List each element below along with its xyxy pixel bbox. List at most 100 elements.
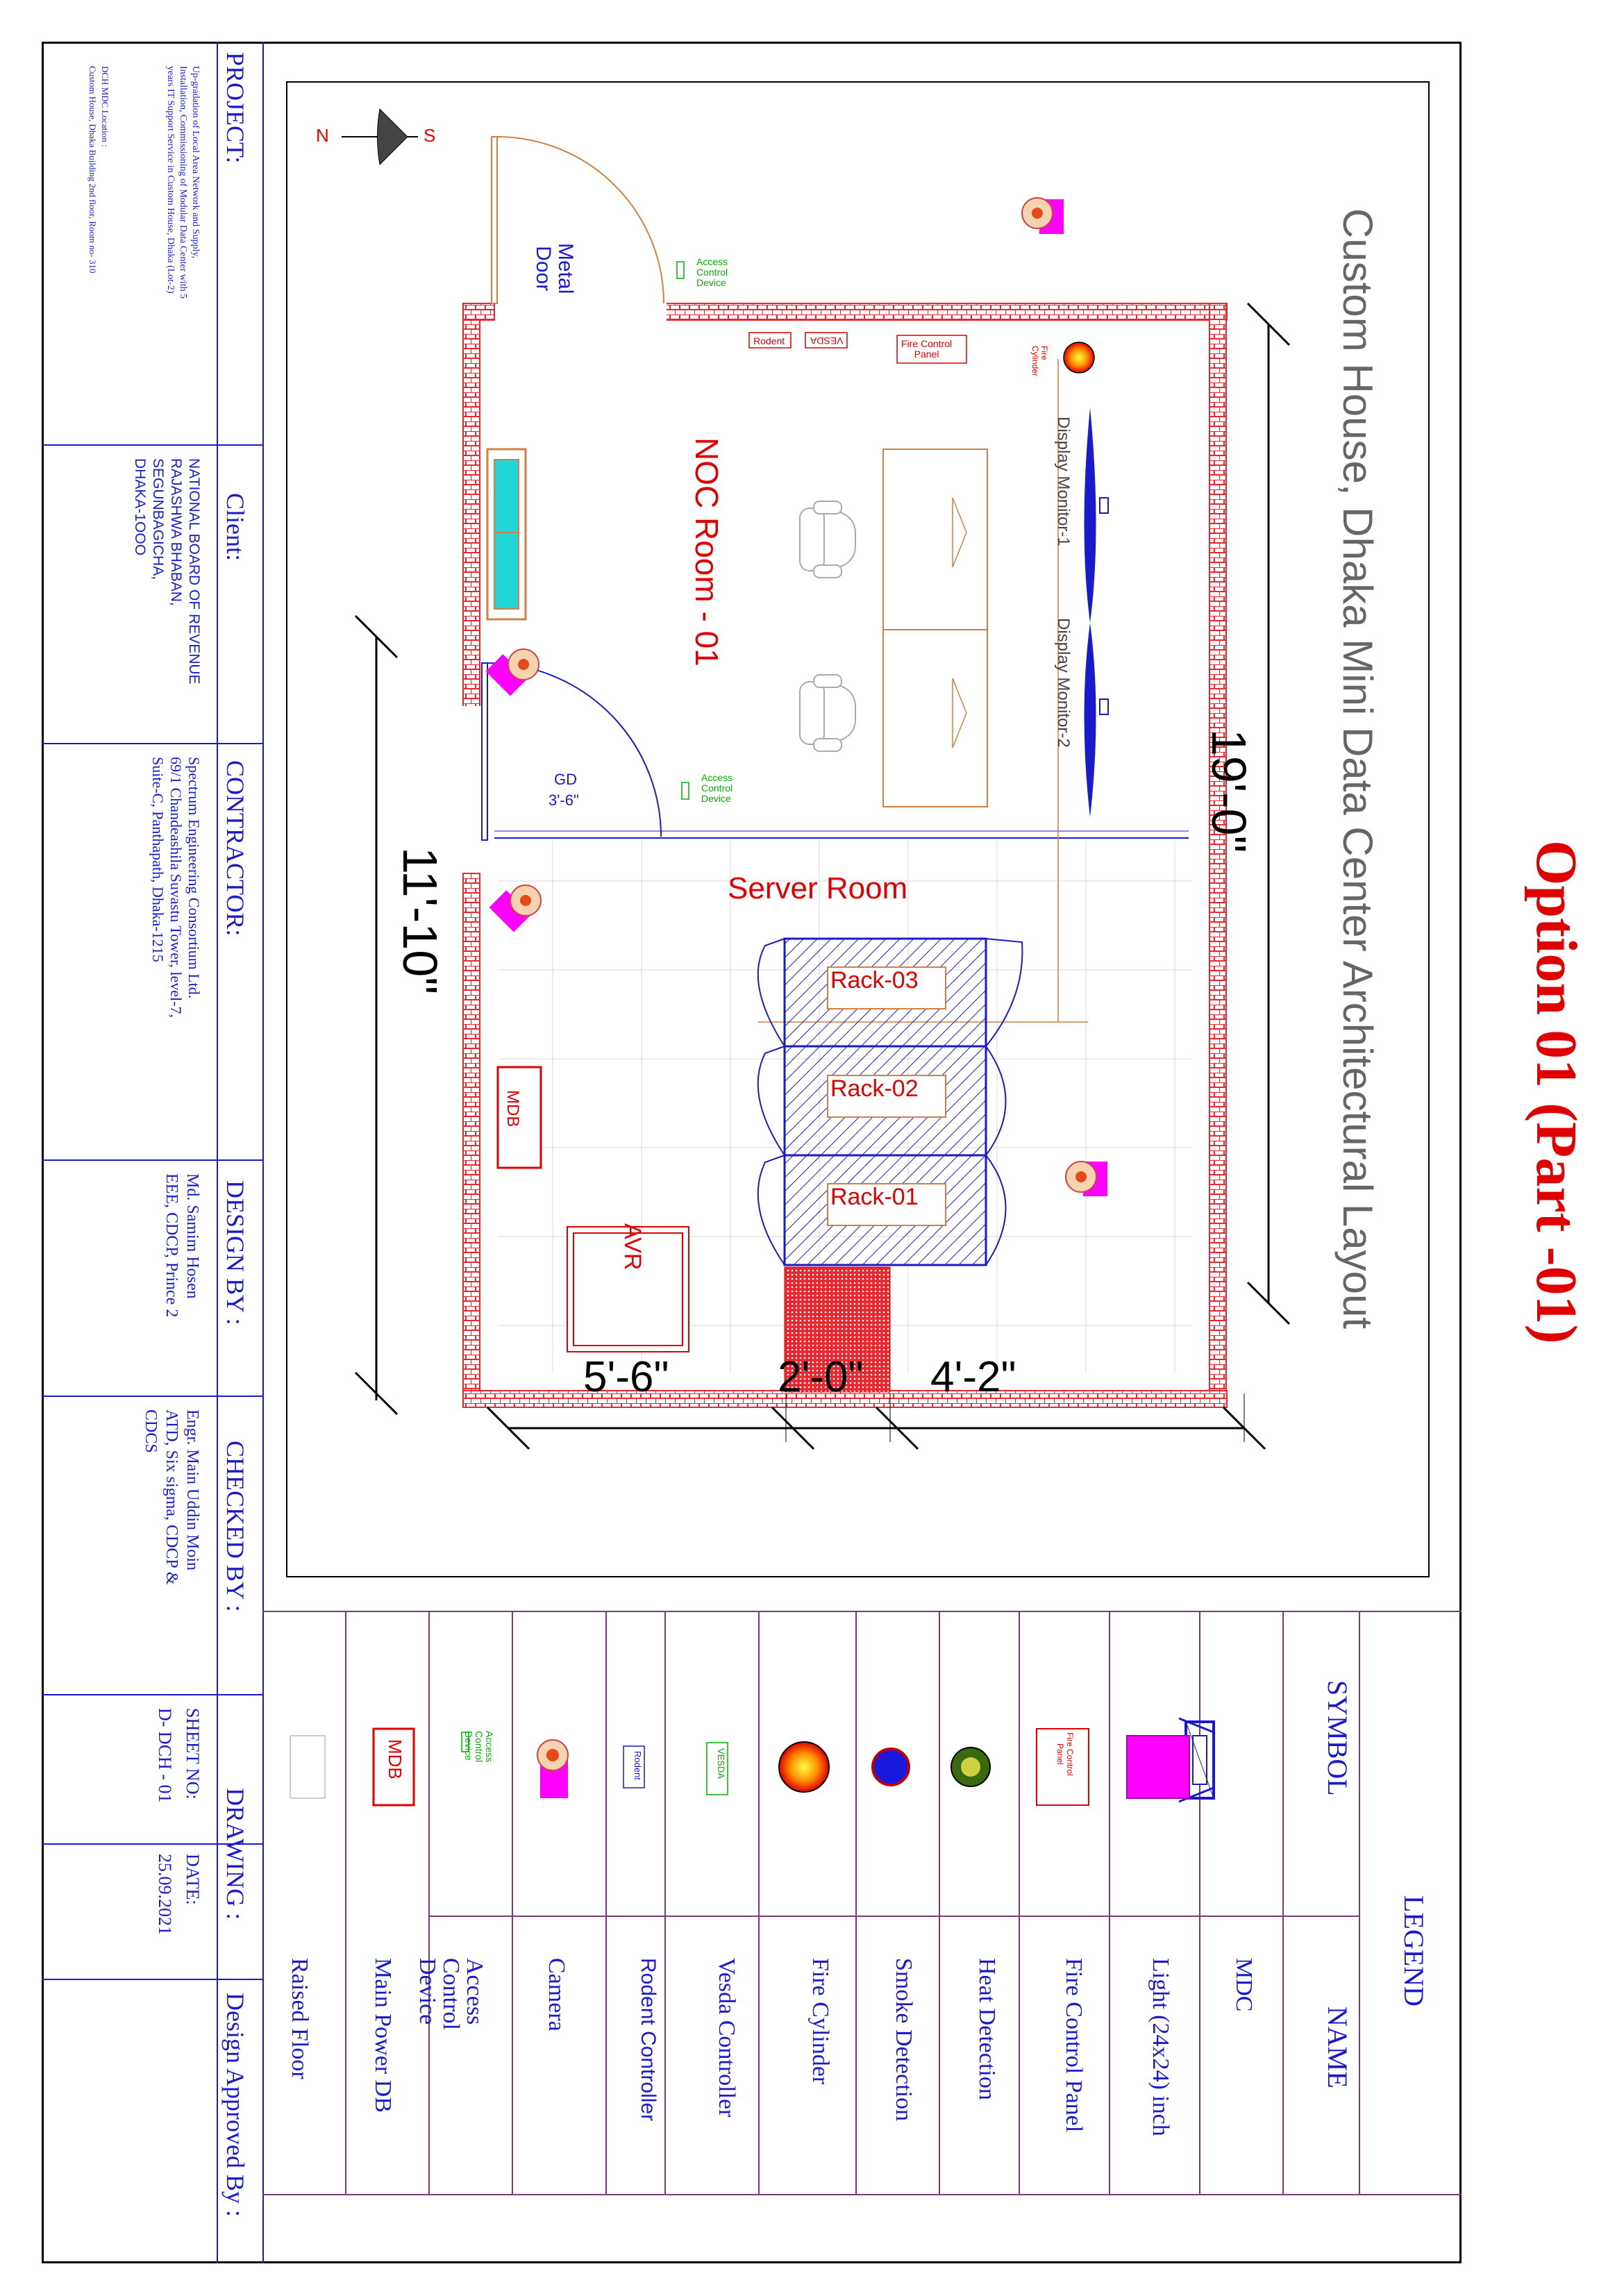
legend-vesda-text: VESDA [716, 1748, 726, 1779]
client-heading: Client: [221, 493, 249, 561]
design-line: EEE, CDCP, Prince 2 [162, 1173, 181, 1318]
floor-plan [342, 108, 1291, 1450]
sofa [486, 448, 527, 621]
metal-door [491, 136, 664, 304]
rodent-label: Rodent [753, 335, 785, 346]
access-line: Control [696, 267, 728, 278]
project-line: years IT Support Service in Custom House… [165, 66, 176, 294]
location-line: Custom House, Dhaka Building 2nd floor, … [87, 66, 98, 274]
camera-icon [485, 648, 539, 696]
access-line: Access [701, 772, 733, 783]
south-label: S [424, 125, 436, 146]
rack-03-label: Rack-03 [830, 967, 919, 994]
rack-02-label: Rack-02 [830, 1075, 919, 1102]
rack-01-label-box [827, 1183, 946, 1226]
metal-door-label: Metal Door [532, 243, 577, 294]
metal-door-line: Metal [554, 243, 577, 294]
rodent-symbol-icon [623, 1745, 645, 1788]
fire-cylinder-line: Cylinder [1030, 346, 1040, 377]
title-block [42, 42, 264, 2263]
access-line: Device [701, 793, 731, 804]
legend-bottom-line [262, 2194, 1462, 2195]
wall-bottom [462, 1390, 1228, 1408]
dimension-seg-a-label: 5'-6" [583, 1353, 669, 1401]
display-monitor-1-label: Display Monitor-1 [1054, 417, 1073, 546]
legend-access-line: Access [484, 1731, 495, 1763]
checked-text: Engr. Main Uddin Moin ATD, Six sigma, CD… [140, 1409, 203, 1584]
vesda-device [805, 332, 848, 349]
camera-symbol-icon [537, 1739, 569, 1798]
project-heading: PROJECT: [221, 52, 249, 164]
rack-02-label-box [827, 1075, 946, 1118]
outer-frame [42, 42, 1462, 2263]
noc-room-label: NOC Room - 01 [689, 437, 725, 667]
client-line: NATIONAL BOARD OF REVENUE [186, 458, 202, 685]
legend-fire-panel-line: Panel [1055, 1743, 1065, 1765]
rodent-device [748, 332, 792, 349]
access-control-symbol-icon [461, 1732, 469, 1752]
legend-grid [345, 1611, 1360, 2194]
drawing-heading: DRAWING : [221, 1788, 249, 1920]
legend-symbols [290, 1717, 1215, 1807]
display-monitor-1 [1084, 408, 1096, 623]
vesda-label: VESDA [810, 335, 844, 346]
fire-panel-symbol-icon [1036, 1728, 1089, 1806]
drawing-frame [286, 81, 1430, 1577]
title-block-divider [217, 42, 218, 2263]
legend-fire-panel-line: Fire Control [1065, 1732, 1075, 1776]
tb-row-line [42, 1979, 262, 1980]
camera-icon [489, 885, 542, 932]
access-control-icon [681, 782, 689, 800]
monitor-mount [1099, 497, 1109, 514]
fire-control-panel-device [896, 335, 967, 364]
fire-cylinder-line: Fire [1039, 346, 1049, 360]
avr-unit [567, 1226, 689, 1352]
tb-row-line [42, 444, 262, 446]
legend-mdb-text: MDB [385, 1739, 405, 1779]
desk-1 [882, 449, 988, 630]
tb-row-line [42, 1843, 262, 1845]
wall-corner [462, 303, 495, 321]
contractor-heading: CONTRACTOR: [221, 760, 249, 937]
client-line: DHAKA-1OOO [132, 458, 148, 556]
legend-rodent-text: Rodent [633, 1751, 643, 1780]
access-control-icon [676, 261, 685, 279]
sheet-no-label: SHEET NO: [183, 1708, 203, 1800]
contractor-line: Suite-C, Panthapath, Dhaka-1215 [149, 757, 167, 962]
dimension-ticks [785, 1393, 1245, 1442]
server-room-label: Server Room [728, 871, 908, 905]
light-symbol-icon [1126, 1735, 1190, 1799]
fire-panel-line: Panel [914, 349, 939, 360]
gd-opening [462, 706, 481, 873]
fire-panel-line: Fire Control [901, 338, 953, 349]
tb-row-line [42, 1159, 262, 1161]
camera-icon [1065, 1161, 1107, 1196]
legend-panel [262, 1611, 1462, 1612]
dimension-lines [354, 302, 1291, 1450]
fire-cylinder-label: Fire Cylinder [1030, 346, 1049, 377]
checked-line: Engr. Main Uddin Moin [183, 1409, 201, 1570]
tb-row-line [42, 1694, 262, 1695]
access-line: Control [701, 782, 733, 794]
date-label: DATE: [183, 1854, 203, 1905]
raised-floor-symbol-icon [290, 1735, 326, 1799]
dimension-width-label: 11'-10" [393, 847, 447, 995]
camera-icon [1021, 197, 1064, 234]
containment-block [784, 1266, 891, 1393]
mdb-label: MDB [503, 1090, 522, 1128]
client-line: RAJASHWA BHABAN, [168, 458, 184, 606]
north-label: N [316, 125, 329, 146]
contractor-line: 69/1 Chandeashila Suvastu Tower, level-7… [167, 757, 185, 1018]
location-text: DCH MDC Location : Custom House, Dhaka B… [86, 66, 111, 273]
project-line: Up-gradation of Local Area Network and S… [190, 66, 201, 259]
access-line: Device [696, 277, 726, 288]
avr-label: AVR [619, 1223, 646, 1271]
display-monitor-2 [1084, 623, 1096, 817]
tb-row-line [42, 1396, 262, 1397]
date-value: 25.09.2021 [155, 1854, 175, 1935]
design-text: Md. Samim Hosen EEE, CDCP, Prince 2 [161, 1173, 203, 1317]
vesda-symbol-icon [706, 1742, 728, 1795]
access-control-label-1: Access Control Device [696, 257, 728, 288]
monitor-mount [1099, 698, 1109, 715]
mdb-panel [496, 1066, 542, 1169]
